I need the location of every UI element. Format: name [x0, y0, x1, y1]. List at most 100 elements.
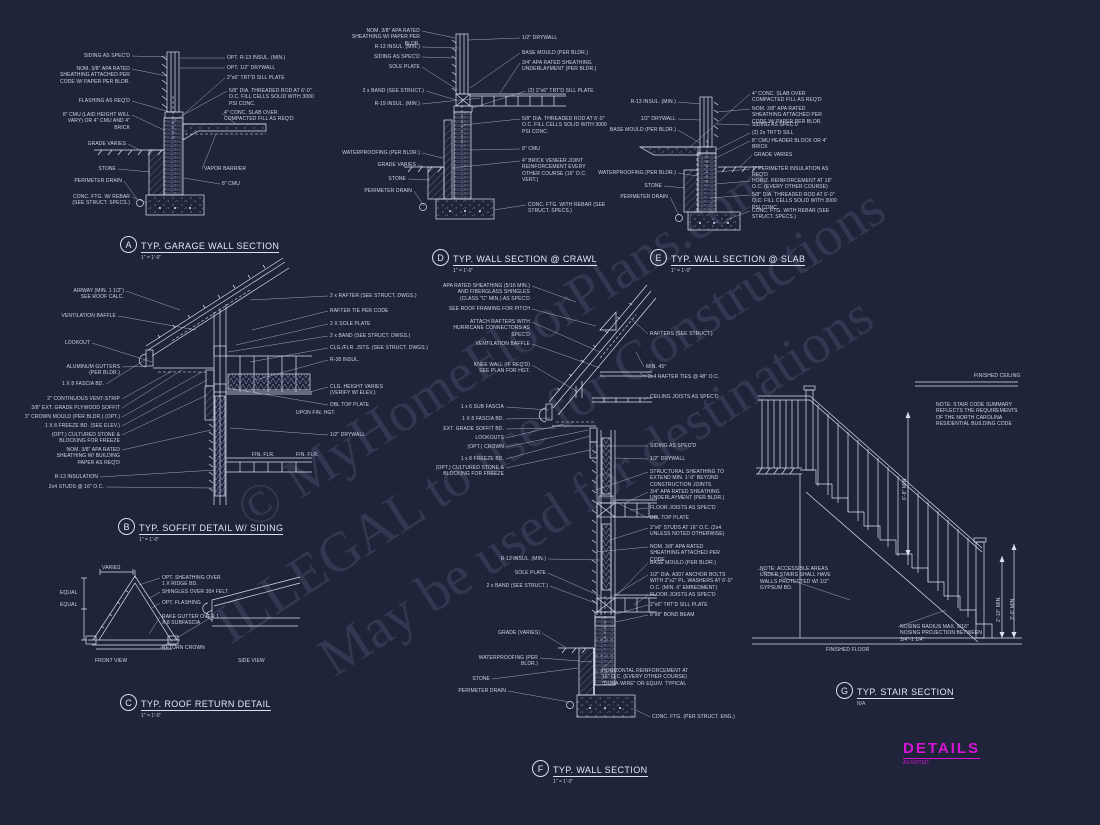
annotation-label: SOLE PLATE — [388, 64, 420, 70]
annotation-label: 8" CMU (LAID HEIGHT WILL VARY) OR 4" CMU… — [62, 112, 130, 131]
annotation-label: STONE — [472, 676, 490, 682]
annotation-label: (2) 2x TRT'D SILL — [752, 130, 794, 136]
annotation-label: 5/8" DIA. THREADED ROD AT 6'-0" O.C. FIL… — [752, 192, 837, 211]
annotation-label: NOM. 3/8" APA RATED SHEATHING ATTACHED P… — [752, 106, 822, 125]
detail-label-wall-section-slab: E TYP. WALL SECTION @ SLAB 1" = 1'-0" — [650, 249, 806, 274]
annotation-label: 2 x RAFTER (SEE STRUCT. DWGS.) — [330, 293, 417, 299]
annotation-label: CONC. FTG. WITH REBAR (SEE STRUCT. SPECS… — [752, 208, 830, 221]
annotation-label: OPT. SHEATHING OVER 1 X RIDGE BD. — [162, 575, 221, 588]
detail-bubble: B — [118, 518, 135, 535]
title-block: DETAILS AS NOTED — [903, 740, 981, 766]
sheet-title: DETAILS — [903, 740, 981, 759]
annotation-label: 8" CMU — [222, 181, 240, 187]
annotation-label: SIDING AS SPEC'D — [650, 443, 697, 449]
annotation-label: 1 x 6 SUB FASCIA — [460, 404, 504, 410]
annotation-label: OPT. FLASHING — [162, 600, 201, 606]
annotation-label: 4" BRICK VENEER JOINT REINFORCEMENT EVER… — [522, 158, 587, 183]
annotation-label: FIN. FLR. — [252, 452, 275, 458]
sheet-scale-note: AS NOTED — [903, 760, 929, 766]
annotation-label: RAFTER TIE PER CODE — [330, 308, 389, 314]
detail-bubble: C — [120, 694, 137, 711]
annotation-label: VARIES — [102, 565, 121, 571]
annotation-label: LOOKOUT — [64, 340, 90, 346]
annotation-label: CONC. FTG. (PER STRUCT. ENG.) — [652, 714, 735, 720]
annotation-label: RETURN CROWN — [162, 645, 205, 651]
annotation-label: DBL TOP PLATE — [330, 402, 370, 408]
annotation-label: GRADE VARIES — [377, 162, 416, 168]
annotation-label: RAKE GUTTER OVER 1 X 8 SUBFASCIA — [162, 614, 220, 627]
detail-scale: N/A — [857, 701, 866, 707]
annotation-label: PERIMETER DRAIN — [458, 688, 506, 694]
annotation-label: FINISHED CEILING — [974, 373, 1021, 379]
detail-label-garage-wall-section: A TYP. GARAGE WALL SECTION 1" = 1'-0" — [120, 236, 280, 261]
annotation-label: CONC. FTG. WITH REBAR (SEE STRUCT. SPECS… — [528, 202, 606, 215]
annotation-label: 1/2" DIA. A307 ANCHOR BOLTS WITH 2"x2" P… — [650, 572, 733, 591]
annotation-label: 2 x BAND (SEE STRUCT.) — [486, 583, 548, 589]
annotation-label: OPT. 1/2" DRYWALL — [227, 65, 276, 71]
annotation-label: FIN. FLR. — [296, 452, 319, 458]
annotation-label: SIDE VIEW — [238, 658, 265, 664]
annotation-label: R-19 INSUL. (MIN.) — [374, 101, 420, 107]
detail-title: TYP. WALL SECTION @ SLAB — [671, 254, 806, 266]
wall-section-slab-drawing — [638, 96, 762, 231]
annotation-label: ALUMINUM GUTTERS (PER BLDR.) — [66, 364, 120, 377]
annotation-label: STRUCTURAL SHEATHING TO EXTEND MIN. 1'-0… — [650, 469, 725, 488]
annotation-label: 2"x6" STUDS AT 16" O.C. (2x4 UNLESS NOTE… — [650, 525, 725, 538]
stair-section-drawing — [752, 381, 1022, 645]
annotation-label: STONE — [388, 176, 406, 182]
annotation-label: (OPT.) CULTURED STONE & BLOCKING FOR FRE… — [51, 432, 120, 445]
annotation-label: SIDING AS SPEC'D — [373, 54, 420, 60]
soffit-detail-drawing — [138, 257, 312, 505]
annotation-label: FRONT VIEW — [95, 658, 128, 664]
annotation-label: 2'-10" MIN. — [996, 596, 1002, 622]
annotation-label: BASE MOULD (PER BLDR.) — [650, 560, 717, 566]
annotation-label: FLASHING AS REQ'D — [78, 98, 130, 104]
detail-scale: 1" = 1'-0" — [141, 255, 162, 261]
annotation-label: WATERPROOFING (PER BLDR.) — [598, 170, 676, 176]
annotation-label: STONE — [98, 166, 116, 172]
annotation-label: CEILING JOISTS AS SPEC'D — [650, 394, 719, 400]
annotation-label: (2) 2"x6" TRT'D SILL PLATE — [528, 88, 594, 94]
annotation-label: 3'-0" MIN. — [1010, 597, 1016, 620]
annotation-label: 3" CROWN MOULD (PER BLDR.) (OPT.) — [24, 414, 120, 420]
detail-bubble: G — [836, 682, 853, 699]
annotation-label: 8"x8" BOND BEAM — [650, 612, 695, 618]
annotation-label: R-13 INSUL. (MIN.) — [630, 99, 676, 105]
annotation-label: 8" CMU HEADER BLOCK OR 4" BRICK — [752, 138, 828, 151]
annotation-label: APA RATED SHEATHING (5/16 MIN.) AND FIBE… — [442, 283, 530, 302]
annotation-label: GRADE VARIES — [87, 141, 126, 147]
annotation-label: PERIMETER DRAIN — [74, 178, 122, 184]
watermark-line: © MyHomeFloorPlans.com — [225, 149, 783, 542]
annotation-label: 1/2" DRYWALL — [330, 432, 366, 438]
detail-scale: 1" = 1'-0" — [139, 537, 160, 543]
detail-title: TYP. GARAGE WALL SECTION — [141, 241, 280, 253]
annotation-label: 1 x 8 FREEZE BD. — [460, 456, 504, 462]
annotation-label: VENTILATION BAFFLE — [475, 341, 530, 347]
annotation-label: R-38 INSUL. — [330, 357, 360, 363]
annotation-label: SOLE PLATE — [514, 570, 546, 576]
annotation-label: WATERPROOFING (PER BLDR.) — [342, 150, 420, 156]
annotation-label: (OPT.) CULTURED STONE & BLOCKING FOR FRE… — [435, 465, 504, 478]
roof-return-drawing — [81, 569, 301, 650]
annotation-label: EQUAL — [60, 590, 78, 596]
annotation-label: BASE MOULD (PER BLDR.) — [522, 50, 589, 56]
annotation-label: BASE MOULD (PER BLDR.) — [609, 127, 676, 133]
annotation-label: SIDING AS SPEC'D — [83, 53, 130, 59]
annotation-label: 3/8" EXT. GRADE PLYWOOD SOFFIT — [31, 405, 120, 411]
annotation-label: CONC. FTG. W/ REBAR (SEE STRUCT. SPECS.) — [72, 194, 130, 207]
detail-scale: 1" = 1'-0" — [553, 779, 574, 785]
annotation-label: 2x4 RAFTER TIES @ 48" O.C. — [648, 374, 720, 380]
annotation-label: FINISHED FLOOR — [826, 647, 870, 653]
annotation-label: 2"x6" TRT'D SILL PLATE — [227, 75, 285, 81]
annotation-label: SHINGLES OVER 30# FELT — [162, 589, 229, 595]
detail-bubble: A — [120, 236, 137, 253]
annotation-label: GRADE (VARIES) — [498, 630, 540, 636]
annotation-label: 1 X 8 FREEZE BD. (SEE ELEV.) — [44, 423, 120, 429]
annotation-label: SEE ROOF FRAMING FOR PITCH — [448, 306, 530, 312]
annotation-label: (OPT.) CROWN — [467, 444, 504, 450]
annotation-label: PERIMETER DRAIN — [620, 194, 668, 200]
watermark-line: ILLEGAL to use for Constructions — [203, 176, 897, 656]
detail-label-roof-return: C TYP. ROOF RETURN DETAIL 1" = 1'-0" — [120, 694, 271, 719]
annotation-label: HORIZ. REINFORCEMENT AT 16" O.C. (EVERY … — [752, 178, 833, 191]
